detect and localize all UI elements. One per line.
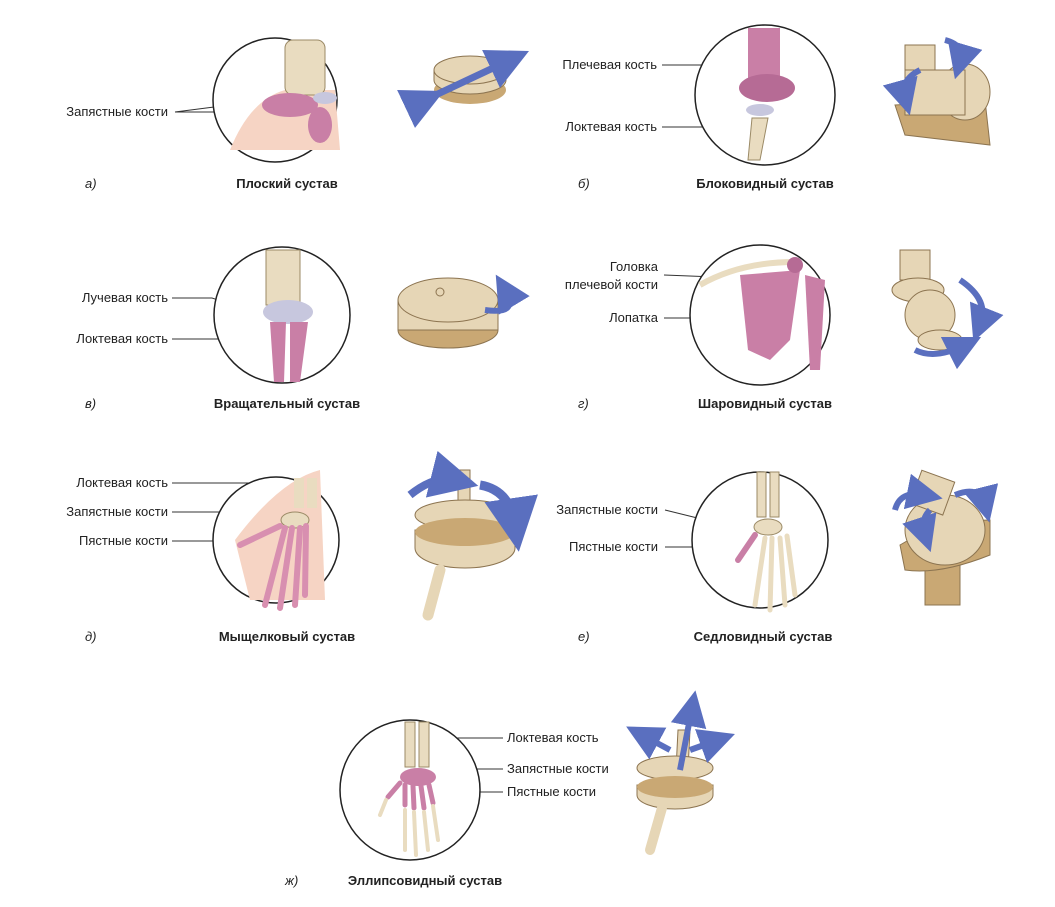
panel-title-saddle-joint: Седловидный сустав: [693, 629, 833, 644]
panel-letter-v: в): [85, 396, 97, 411]
label-carpal-e: Запястные кости: [556, 502, 658, 517]
panel-letter-b: б): [578, 176, 590, 191]
label-humeral-head-line2: плечевой кости: [564, 277, 658, 292]
model-plane: [397, 49, 530, 128]
panel-letter-g: г): [578, 396, 589, 411]
panel-letter-a: а): [85, 176, 97, 191]
panel-title-condyloid-joint: Мыщелковый сустав: [218, 629, 356, 644]
anatomy-plane: [230, 39, 340, 150]
label-radius-v: Лучевая кость: [81, 290, 168, 305]
panel-title-hinge-joint: Блоковидный сустав: [696, 176, 834, 191]
anatomy-ellipsoid: [378, 721, 440, 857]
label-metacarpal-zh: Пястные кости: [507, 784, 596, 799]
label-humeral-head-line1: Головка: [609, 259, 658, 274]
panel-title-ellipsoid-joint: Эллипсовидный сустав: [347, 873, 503, 888]
label-carpal-d: Запястные кости: [66, 504, 168, 519]
model-ellipsoid: [626, 690, 735, 855]
anatomy-saddle: [735, 471, 798, 613]
model-condyloid: [407, 450, 538, 621]
model-ball: [891, 249, 1004, 370]
model-hinge: [882, 37, 991, 146]
label-ulna-d: Локтевая кость: [76, 475, 168, 490]
anatomy-condyloid: [235, 470, 325, 611]
label-carpal-zh: Запястные кости: [507, 761, 609, 776]
label-scapula: Лопатка: [609, 310, 658, 325]
circle-ellipsoid: [339, 719, 481, 861]
label-carpal-bones-a: Запястные кости: [66, 104, 168, 119]
leader-lines: [172, 64, 791, 793]
model-saddle: [892, 469, 999, 606]
panel-title-plane-joint: Плоский сустав: [236, 176, 338, 191]
anatomy-pivot: [263, 249, 313, 382]
model-pivot: [397, 274, 530, 349]
label-ulna-v: Локтевая кость: [76, 331, 168, 346]
label-humerus-b: Плечевая кость: [562, 57, 657, 72]
label-metacarpal-d: Пястные кости: [79, 533, 168, 548]
label-ulna-zh: Локтевая кость: [507, 730, 599, 745]
panel-letter-e: е): [578, 629, 590, 644]
anatomy-hinge: [739, 28, 795, 161]
panel-letter-d: д): [85, 629, 97, 644]
panel-title-pivot-joint: Вращательный сустав: [213, 396, 361, 411]
label-ulna-b: Локтевая кость: [565, 119, 657, 134]
panel-title-ball-joint: Шаровидный сустав: [698, 396, 832, 411]
anatomy-ball: [698, 257, 825, 370]
label-metacarpal-e: Пястные кости: [569, 539, 658, 554]
panel-letter-zh: ж): [285, 873, 299, 888]
